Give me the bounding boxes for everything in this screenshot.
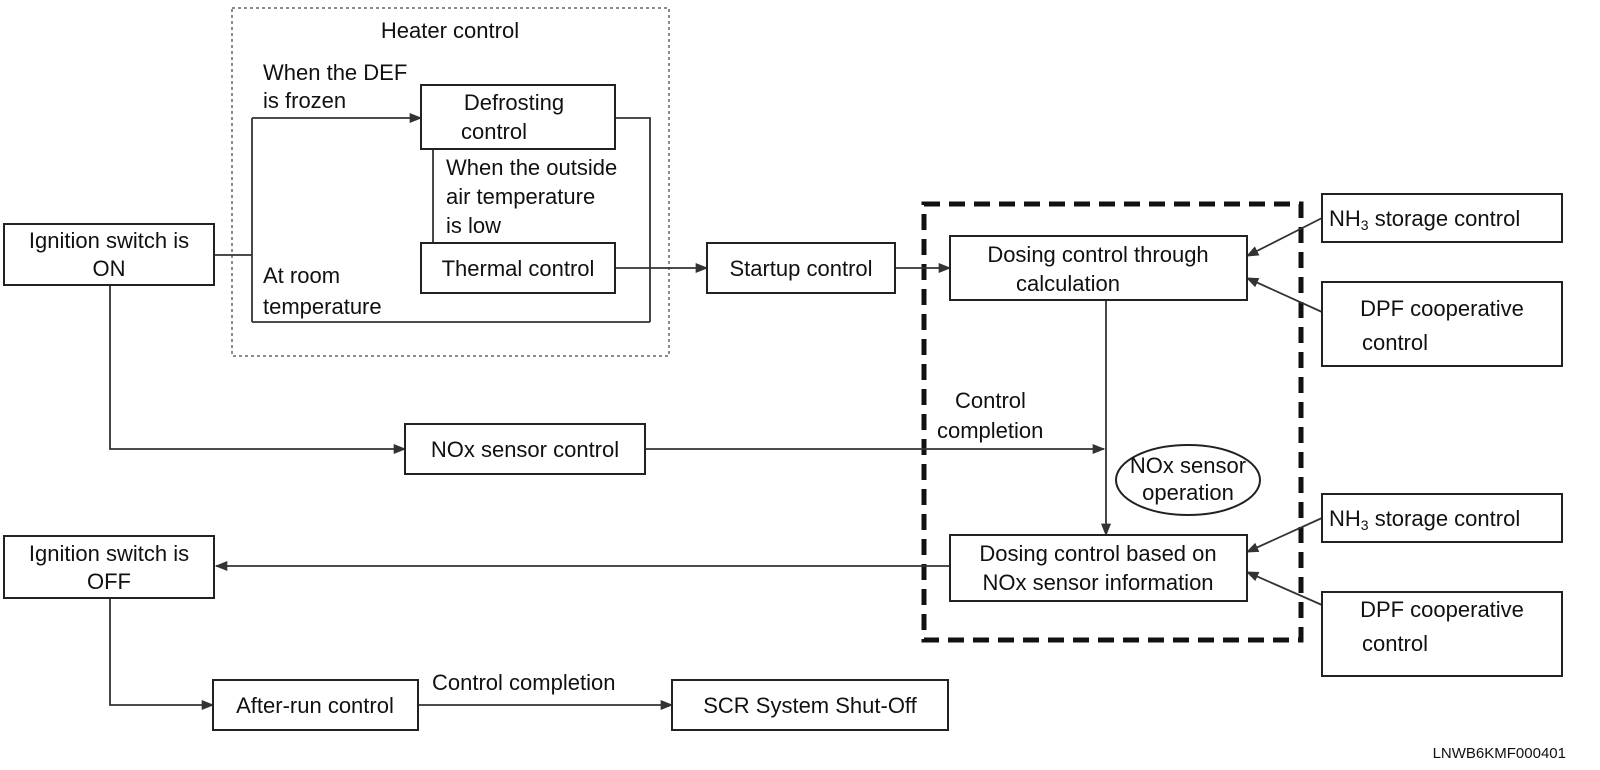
label-control-completion-2: Control completion: [432, 670, 615, 695]
node-ignition-on-line1: Ignition switch is: [29, 228, 189, 253]
heater-control-group: [231, 7, 670, 357]
node-ignition-on: [3, 223, 215, 286]
node-thermal-label: Thermal control: [442, 256, 595, 281]
arrow-ign-on-to-nox-ctrl: [109, 285, 407, 455]
figure-code: LNWB6KMF000401: [1433, 745, 1566, 762]
label-control-completion-1-line1: Control: [955, 388, 1026, 413]
node-dpf-cooperative-a: [1321, 281, 1563, 367]
node-scr-shutoff-label: SCR System Shut-Off: [703, 693, 917, 718]
node-nh3-storage-a: [1321, 193, 1563, 243]
node-nox-sensor-operation: [1115, 444, 1261, 516]
connector-defrost-to-merge: [615, 117, 651, 322]
node-nh3-storage-a-label: NH3 storage control: [1329, 206, 1520, 233]
node-dpf-a-line2: control: [1362, 330, 1428, 355]
node-dpf-cooperative-b: [1321, 591, 1563, 677]
node-defrosting-line1: Defrosting: [464, 90, 564, 115]
node-dosing-nox-line2: NOx sensor information: [982, 570, 1213, 595]
node-nox-op-line1: NOx sensor: [1130, 453, 1246, 478]
node-scr-shutoff: [671, 679, 949, 731]
node-nox-sensor-control-label: NOx sensor control: [431, 437, 619, 462]
node-dpf-a-line1: DPF cooperative: [1360, 296, 1524, 321]
node-startup-control: [706, 242, 896, 294]
label-room-temp-line2: temperature: [263, 294, 382, 319]
arrow-nh3-a-to-dosing-calc: [1245, 217, 1323, 257]
node-ignition-off-line1: Ignition switch is: [29, 541, 189, 566]
node-nox-op-line2: operation: [1142, 480, 1234, 505]
dosing-control-group: [921, 201, 1304, 643]
node-nh3-storage-b: [1321, 493, 1563, 543]
label-room-temp-line1: At room: [263, 263, 340, 288]
label-outside-low-line3: is low: [446, 213, 501, 238]
node-nox-sensor-control: [404, 423, 646, 475]
node-dosing-calc-line2: calculation: [1016, 271, 1120, 296]
node-after-run-label: After-run control: [236, 693, 394, 718]
heater-control-title: Heater control: [381, 18, 519, 43]
arrow-dpf-a-to-dosing-calc: [1245, 277, 1323, 313]
label-outside-low-line1: When the outside: [446, 155, 617, 180]
node-startup-label: Startup control: [729, 256, 872, 281]
label-def-frozen-line2: is frozen: [263, 88, 346, 113]
label-outside-low-line2: air temperature: [446, 184, 595, 209]
node-dosing-nox-line1: Dosing control based on: [979, 541, 1216, 566]
node-ignition-off-line2: OFF: [87, 569, 131, 594]
arrow-nh3-b-to-dosing-nox: [1245, 517, 1323, 553]
arrow-ign-off-to-afterrun: [109, 598, 215, 711]
node-defrosting-line2: control: [461, 119, 527, 144]
node-defrosting-control: [420, 84, 616, 150]
node-thermal-control: [420, 242, 616, 294]
node-ignition-on-line2: ON: [93, 256, 126, 281]
node-dpf-b-line2: control: [1362, 631, 1428, 656]
node-dosing-calc-line1: Dosing control through: [987, 242, 1208, 267]
node-dosing-calc: [949, 235, 1248, 301]
label-def-frozen-line1: When the DEF: [263, 60, 407, 85]
node-ignition-off: [3, 535, 215, 599]
node-dosing-nox: [949, 534, 1248, 602]
label-control-completion-1-line2: completion: [937, 418, 1043, 443]
node-dpf-b-line1: DPF cooperative: [1360, 597, 1524, 622]
node-after-run-control: [212, 679, 419, 731]
node-nh3-storage-b-label: NH3 storage control: [1329, 506, 1520, 533]
arrow-dpf-b-to-dosing-nox: [1245, 571, 1323, 606]
